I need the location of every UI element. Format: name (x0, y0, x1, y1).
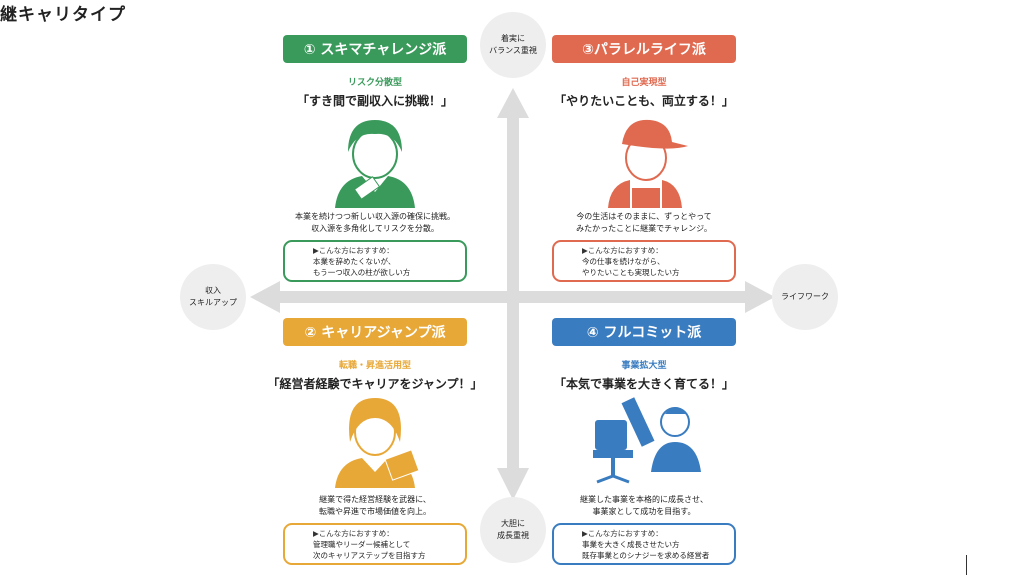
quadrant-description: 継業で得た経営経験を武器に、 転職や昇進で市場価値を向上。 (245, 494, 505, 518)
recommendation-box: ▶こんな方におすすめ： 今の仕事を続けながら、 やりたいことも実現したい方 (552, 240, 736, 282)
desc-line: 本業を続けつつ新しい収入源の確保に挑戦。 (295, 212, 455, 221)
quadrant-description: 今の生活はそのままに、ずっとやって みたかったことに継業でチャレンジ。 (514, 211, 774, 235)
quadrant-subtitle: 転職・昇進活用型 (338, 361, 411, 371)
quadrant-quote: 「本気で事業を大きく育てる！」 (553, 377, 734, 391)
quadrant-description: 本業を続けつつ新しい収入源の確保に挑戦。 収入源を多角化してリスクを分散。 (245, 211, 505, 235)
quadrant-header: ① スキマチャレンジ派 (283, 35, 467, 63)
rec-line: 既存事業とのシナジーを求める経営者 (582, 551, 710, 560)
quadrant-quote: 「やりたいことも、両立する！」 (554, 94, 734, 108)
desc-line: 継業で得た経営経験を武器に、 (319, 495, 431, 504)
quadrant-subtitle: 事業拡大型 (621, 361, 667, 371)
desc-line: 転職や昇進で市場価値を向上。 (319, 507, 431, 516)
desc-line: みたかったことに継業でチャレンジ。 (576, 224, 712, 233)
arrow-right-icon (745, 281, 775, 313)
horizontal-axis (272, 291, 752, 303)
rec-line: 今の仕事を続けながら、 (582, 257, 665, 266)
arrow-up-icon (497, 88, 529, 118)
divider (966, 555, 967, 575)
rec-line: 本業を辞めたくないが、 (313, 257, 396, 266)
rec-title: ▶こんな方におすすめ： (582, 529, 663, 538)
rec-line: 事業を大きく成長させたい方 (582, 540, 680, 549)
axis-label-bottom: 大胆に 成長重視 (480, 497, 546, 563)
recommendation-box: ▶こんな方におすすめ： 管理職やリーダー候補として 次のキャリアステップを目指す… (283, 523, 467, 565)
rec-line: もう一つ収入の柱が欲しい方 (313, 268, 411, 277)
axis-label-left: 収入 スキルアップ (180, 264, 246, 330)
arrow-down-icon (497, 468, 529, 500)
quadrant-quote: 「すき間で副収入に挑戦！」 (296, 94, 453, 108)
desc-line: 今の生活はそのままに、ずっとやって (576, 212, 712, 221)
green-person-illustration (335, 120, 415, 208)
axis-label-right: ライフワーク (772, 264, 838, 330)
rec-line: 管理職やリーダー候補として (313, 540, 411, 549)
arrow-left-icon (250, 281, 280, 313)
quadrant-header: ② キャリアジャンプ派 (283, 318, 467, 346)
desc-line: 事業家として成功を目指す。 (592, 507, 696, 516)
quadrant-subtitle: リスク分散型 (347, 78, 402, 88)
rec-title: ▶こんな方におすすめ： (582, 246, 663, 255)
quadrant-subtitle: 自己実現型 (621, 78, 667, 88)
quadrant-header: ④ フルコミット派 (552, 318, 736, 346)
quadrant-quote: 「経営者経験でキャリアをジャンプ！」 (267, 377, 483, 391)
rec-line: やりたいことも実現したい方 (582, 268, 680, 277)
recommendation-box: ▶こんな方におすすめ： 事業を大きく成長させたい方 既存事業とのシナジーを求める… (552, 523, 736, 565)
desc-line: 継業した事業を本格的に成長させ、 (580, 495, 708, 504)
recommendation-box: ▶こんな方におすすめ： 本業を辞めたくないが、 もう一つ収入の柱が欲しい方 (283, 240, 467, 282)
orange-person-illustration (335, 398, 420, 488)
quadrant-header: ③パラレルライフ派 (552, 35, 736, 63)
page-title: 継キャリタイプ (0, 5, 126, 25)
red-person-illustration (608, 119, 688, 208)
rec-title: ▶こんな方におすすめ： (313, 246, 394, 255)
desc-line: 収入源を多角化してリスクを分散。 (311, 224, 439, 233)
quadrant-description: 継業した事業を本格的に成長させ、 事業家として成功を目指す。 (514, 494, 774, 518)
rec-title: ▶こんな方におすすめ： (313, 529, 394, 538)
rec-line: 次のキャリアステップを目指す方 (313, 551, 426, 560)
blue-person-chair-illustration (593, 397, 701, 484)
axis-label-top: 着実に バランス重視 (480, 12, 546, 78)
